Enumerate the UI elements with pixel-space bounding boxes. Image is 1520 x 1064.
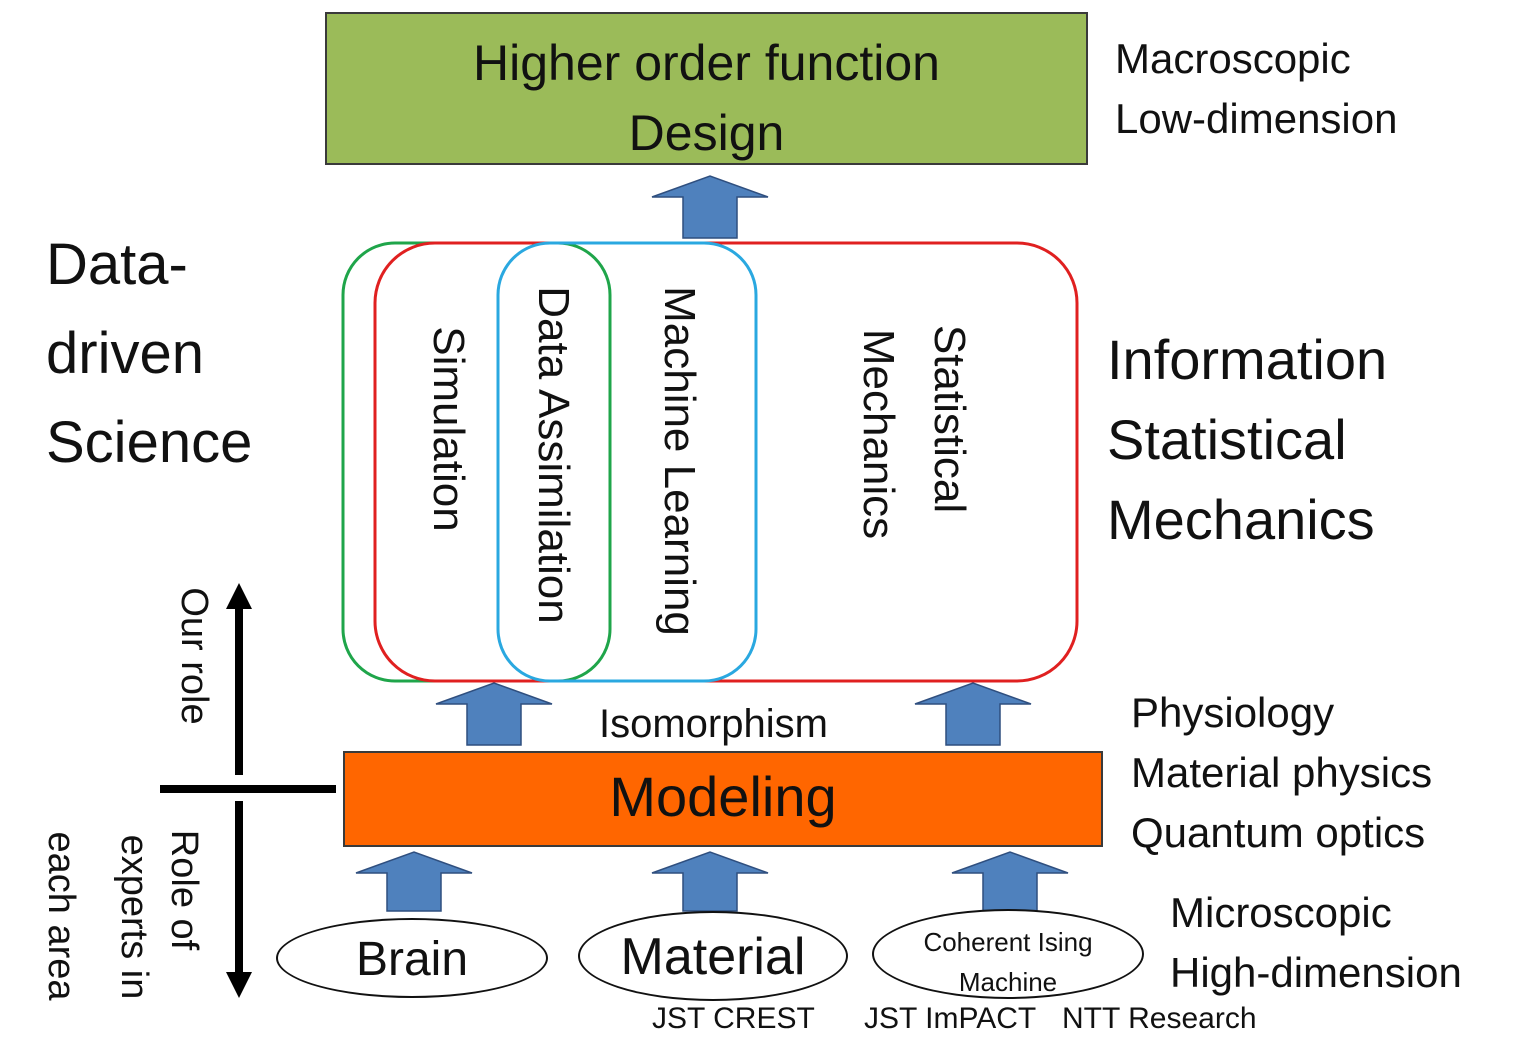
top-box-line2: Design — [628, 105, 785, 161]
jst-impact-label: JST ImPACT — [864, 1002, 1037, 1035]
quantum-optics-label: Quantum optics — [1131, 809, 1426, 856]
arrow-cim — [951, 851, 1069, 912]
arrow-to-top-box — [651, 175, 769, 239]
data-driven-line2: driven — [46, 321, 204, 386]
info-stat-mech-line3: Mechanics — [1107, 488, 1375, 551]
arrow-isomorphism-left — [435, 682, 553, 746]
data-driven-line1: Data- — [46, 232, 188, 297]
material-oval: Material — [578, 911, 848, 1001]
low-dimension-label: Low-dimension — [1115, 95, 1398, 142]
experts-role-line2: experts in — [113, 834, 155, 1000]
red-outline — [373, 241, 1079, 683]
experts-role-line3: each area — [40, 831, 82, 1001]
arrow-material — [651, 851, 769, 912]
modeling-label: Modeling — [609, 765, 837, 828]
data-assimilation-label: Data Assimilation — [529, 286, 578, 624]
isomorphism-label: Isomorphism — [599, 702, 828, 746]
brain-label: Brain — [355, 933, 469, 986]
info-stat-mech-line1: Information — [1107, 328, 1388, 391]
data-driven-line3: Science — [46, 410, 253, 475]
material-label: Material — [620, 928, 806, 986]
ntt-research-label: NTT Research — [1062, 1002, 1257, 1035]
our-role-label: Our role — [173, 587, 215, 725]
brain-oval: Brain — [276, 918, 548, 998]
macroscopic-label: Macroscopic — [1115, 35, 1351, 82]
cim-label-line2: Machine — [958, 967, 1058, 997]
microscopic-label: Microscopic — [1170, 889, 1392, 936]
stat-mech-line1: Statistical — [925, 324, 974, 514]
stat-mech-line2: Mechanics — [854, 328, 903, 540]
material-physics-label: Material physics — [1131, 749, 1433, 796]
cim-label-line1: Coherent Ising — [923, 927, 1093, 957]
arrow-isomorphism-right — [914, 682, 1032, 746]
experts-arrow-head — [226, 972, 252, 998]
jst-crest-label: JST CREST — [652, 1002, 815, 1035]
our-role-arrow-head — [226, 583, 252, 609]
high-dimension-label: High-dimension — [1170, 949, 1462, 996]
modeling-box: Modeling — [343, 751, 1103, 847]
machine-learning-label: Machine Learning — [655, 286, 704, 636]
physiology-label: Physiology — [1131, 689, 1335, 736]
info-stat-mech-line2: Statistical — [1107, 408, 1347, 471]
experts-role-line1: Role of — [163, 829, 205, 951]
cim-oval: Coherent Ising Machine — [872, 909, 1144, 999]
arrow-brain — [355, 851, 473, 912]
simulation-label: Simulation — [424, 326, 473, 532]
blue-outline — [496, 241, 758, 683]
higher-order-function-box: Higher order function Design — [325, 12, 1088, 165]
top-box-line1: Higher order function — [473, 35, 940, 91]
